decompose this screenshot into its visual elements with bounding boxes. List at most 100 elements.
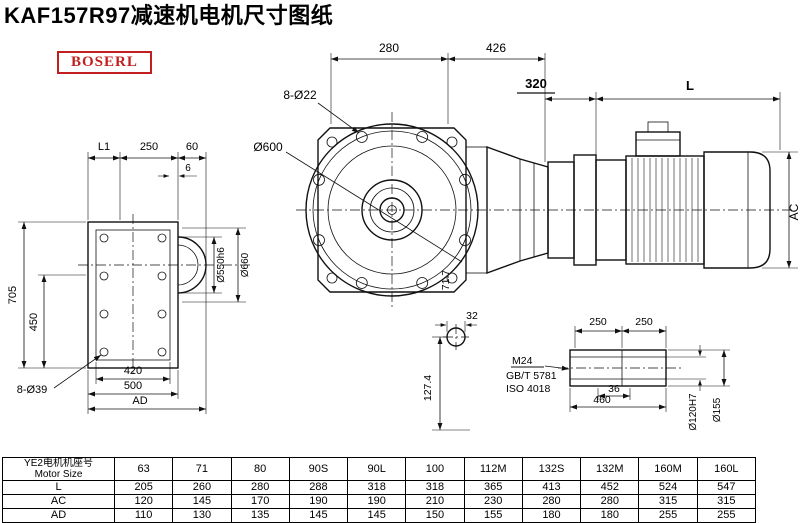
svg-text:6: 6	[185, 163, 191, 174]
table-cell: 547	[696, 480, 757, 495]
boserl-logo: BOSERL	[57, 51, 152, 74]
dim-dia-155: Ø155	[668, 349, 730, 422]
dim-36: 36	[597, 383, 631, 400]
table-cell: 524	[638, 480, 698, 495]
flange-front-view: Ø600 8-Ø22 71.7 280 426	[253, 41, 546, 308]
housing-front-view: L1 250 60 6 705 450	[7, 141, 251, 414]
table-col-header: 63	[113, 457, 174, 481]
svg-text:420: 420	[124, 365, 142, 377]
table-cell: 130	[172, 508, 232, 523]
table-col-header: 80	[230, 457, 290, 481]
table-cell: 315	[638, 494, 698, 509]
dim-L1-label: L1	[98, 141, 110, 153]
table-cell: 452	[580, 480, 640, 495]
svg-text:Ø660: Ø660	[240, 252, 251, 277]
dim-460: 460	[569, 388, 667, 412]
table-col-header: 160M	[638, 457, 698, 481]
terminal-box	[635, 131, 681, 157]
bolt-39-label: 8-Ø39	[17, 384, 48, 396]
thread-label: M24	[512, 355, 533, 367]
table-cell: 280	[580, 494, 640, 509]
table-col-header: 132S	[521, 457, 582, 481]
table-col-header: 132M	[580, 457, 640, 481]
table-cell: 180	[580, 508, 640, 523]
dim-420: 420	[95, 362, 171, 384]
bolt-circle-callout: 8-Ø22	[283, 88, 360, 134]
table-cell: 120	[113, 494, 174, 509]
table-cell: 260	[172, 480, 232, 495]
table-row-header: L	[2, 480, 115, 495]
svg-text:500: 500	[124, 380, 142, 392]
dim-dia-120: Ø120H7	[666, 345, 706, 431]
dim-250-label: 250	[140, 141, 158, 153]
svg-text:250: 250	[635, 316, 653, 328]
table-cell: 413	[521, 480, 582, 495]
table-col-header: 71	[172, 457, 232, 481]
table-cell: 210	[405, 494, 465, 509]
table-col-header: 112M	[463, 457, 523, 481]
table-cell: 180	[521, 508, 582, 523]
svg-text:Ø550h6: Ø550h6	[216, 247, 227, 283]
dim-dia-550: Ø550h6	[180, 236, 227, 294]
shaft-boss-inner	[177, 244, 199, 286]
svg-text:250: 250	[589, 316, 607, 328]
svg-text:320: 320	[525, 76, 547, 91]
table-cell: 190	[288, 494, 349, 509]
table-cell: 280	[521, 494, 582, 509]
dim-705: 705	[7, 221, 86, 369]
flange-housing-outline	[317, 127, 467, 293]
standard-gbt-label: GB/T 5781	[506, 370, 557, 382]
table-cell: 110	[113, 508, 174, 523]
table-row-header: AD	[2, 508, 115, 523]
svg-text:460: 460	[593, 394, 611, 406]
table-cell: 145	[288, 508, 349, 523]
svg-text:705: 705	[7, 286, 19, 304]
dim-32: 32	[435, 310, 478, 332]
bolt-39-callout: 8-Ø39	[17, 354, 102, 396]
table-cell: 318	[405, 480, 465, 495]
svg-text:AD: AD	[132, 395, 147, 407]
table-col-header: 90S	[288, 457, 349, 481]
svg-text:280: 280	[379, 41, 399, 55]
dim-60-label: 60	[186, 141, 198, 153]
dim-250-pair: 250 250	[574, 316, 667, 348]
angle-label: 71.7	[440, 270, 452, 291]
table-cell: 155	[463, 508, 523, 523]
shaft-cross-section: 32 127.4	[422, 310, 478, 431]
svg-text:32: 32	[466, 310, 478, 322]
dim-top-row: L1 250 60	[87, 141, 207, 262]
table-cell: 255	[696, 508, 757, 523]
face-bolt-holes	[99, 233, 167, 357]
table-cell: 145	[347, 508, 407, 523]
table-cell: 318	[347, 480, 407, 495]
dim-320: 320	[517, 76, 597, 156]
motor-side-view: 320 L AC	[465, 76, 800, 274]
dim-AC: AC	[762, 151, 800, 269]
table-cell: 145	[172, 494, 232, 509]
table-cell: 255	[638, 508, 698, 523]
dia-600-label: Ø600	[253, 140, 283, 154]
dim-AD: AD	[88, 268, 207, 414]
table-cell: 190	[347, 494, 407, 509]
shaft-boss-outer	[177, 236, 207, 294]
svg-text:127.4: 127.4	[422, 375, 434, 401]
table-cell: 315	[696, 494, 757, 509]
svg-text:426: 426	[486, 41, 506, 55]
svg-text:Ø120H7: Ø120H7	[688, 393, 699, 431]
bolt-holes	[313, 131, 471, 289]
table-cell: 150	[405, 508, 465, 523]
svg-text:Ø155: Ø155	[712, 397, 723, 422]
technical-drawing: Ø600 8-Ø22 71.7 280 426	[7, 41, 800, 431]
table-cell: 280	[230, 480, 290, 495]
table-row-header: AC	[2, 494, 115, 509]
table-col-header: 100	[405, 457, 465, 481]
table-cell: 205	[113, 480, 174, 495]
dim-450: 450	[28, 274, 86, 368]
standard-iso-label: ISO 4018	[506, 383, 551, 395]
